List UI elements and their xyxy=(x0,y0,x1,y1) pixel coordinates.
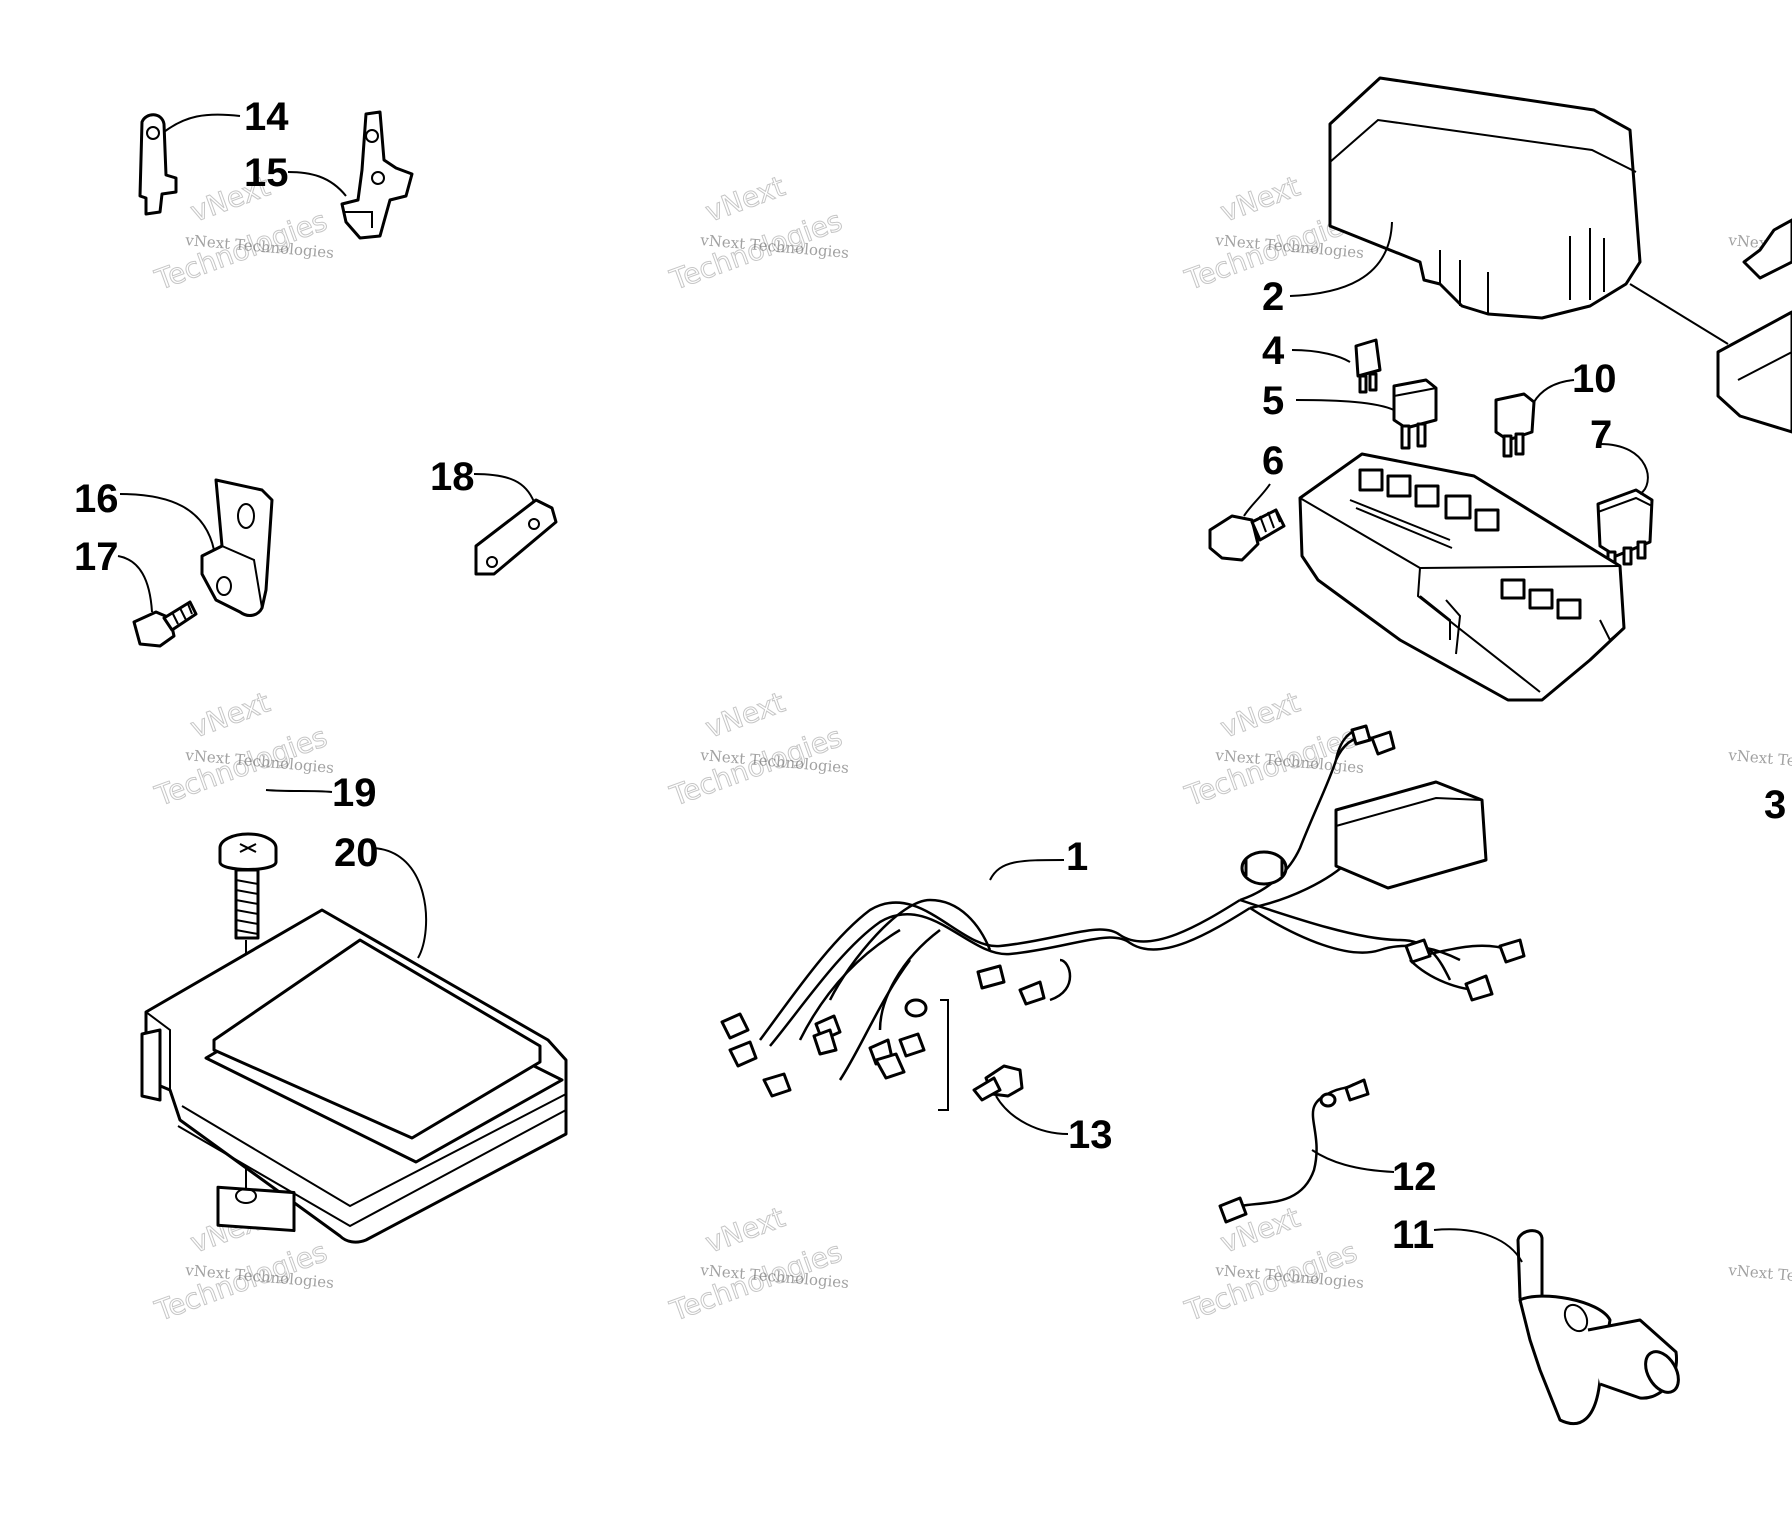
part-4-fuse xyxy=(1291,338,1382,394)
watermark-row-2: vNext Technologies vNext Technologies vN… xyxy=(150,685,1792,813)
part-20-ecu-module xyxy=(140,847,568,1244)
callout-2: 2 xyxy=(1262,275,1284,319)
part-7-relay xyxy=(1596,443,1654,570)
callout-17: 17 xyxy=(74,535,119,579)
callout-6: 6 xyxy=(1262,439,1284,483)
part-5-relay xyxy=(1295,378,1438,450)
part-18-plate xyxy=(473,473,558,576)
svg-text:vNext: vNext xyxy=(1216,170,1304,229)
callout-11: 11 xyxy=(1392,1213,1434,1257)
callout-12: 12 xyxy=(1392,1155,1437,1199)
part-17-bolt xyxy=(117,555,198,648)
callout-labels: 1 2 3 4 5 6 7 10 11 12 13 14 15 16 17 18… xyxy=(74,95,1786,1257)
part-6-bolt xyxy=(1208,483,1286,562)
fusebox-body xyxy=(1298,452,1626,702)
callout-1: 1 xyxy=(1066,835,1088,879)
part-11-speed-sensor xyxy=(1433,1228,1680,1426)
part-15-bracket xyxy=(287,110,414,240)
svg-text:vNext Technologies: vNext Technologies xyxy=(1727,746,1792,777)
svg-text:vNext: vNext xyxy=(701,686,789,745)
svg-text:vNext: vNext xyxy=(701,170,789,229)
callout-10: 10 xyxy=(1572,357,1617,401)
callout-16: 16 xyxy=(74,477,119,521)
callout-13: 13 xyxy=(1068,1113,1113,1157)
callout-18: 18 xyxy=(430,455,475,499)
part-3-fusebox-base xyxy=(1716,218,1792,434)
callout-3: 3 xyxy=(1764,783,1786,827)
svg-text:vNext: vNext xyxy=(186,686,274,745)
svg-text:vNext Technologies: vNext Technologies xyxy=(1727,1261,1792,1292)
callout-7: 7 xyxy=(1590,413,1612,457)
part-16-bracket xyxy=(119,478,274,617)
part-13-bolt xyxy=(972,1064,1069,1135)
svg-text:vNext: vNext xyxy=(1216,686,1304,745)
svg-text:vNext: vNext xyxy=(701,1201,789,1260)
part-14-clip xyxy=(138,113,241,216)
part-10-relay xyxy=(1494,379,1575,458)
part-12-sensor-wire xyxy=(1218,1078,1395,1224)
part-1-wire-harness xyxy=(720,724,1526,1111)
callout-5: 5 xyxy=(1262,379,1284,423)
callout-15: 15 xyxy=(244,151,289,195)
part-2-fusebox-cover xyxy=(1289,76,1729,345)
callout-14: 14 xyxy=(244,95,289,139)
callout-20: 20 xyxy=(334,831,379,875)
callout-4: 4 xyxy=(1262,329,1285,373)
callout-19: 19 xyxy=(332,771,377,815)
